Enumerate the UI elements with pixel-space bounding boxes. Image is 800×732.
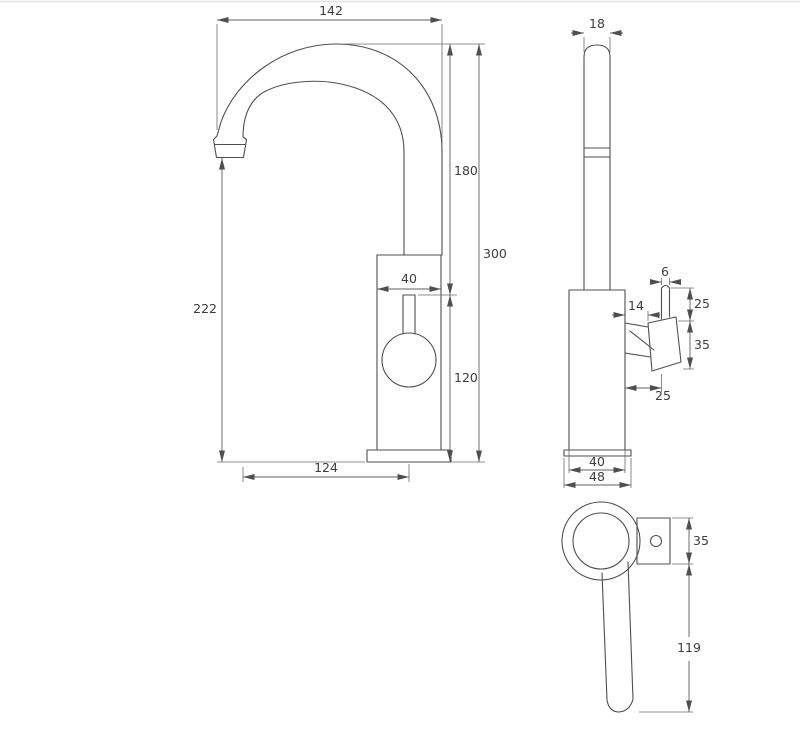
- extension-line: [671, 287, 694, 370]
- spout-outline: [212, 43, 443, 256]
- dim-label: 14: [628, 298, 644, 313]
- mount-block: [636, 517, 671, 565]
- dim-label: 300: [483, 246, 507, 261]
- dim-spout-diameter: 18: [571, 16, 623, 52]
- dim-label: 48: [589, 469, 605, 484]
- dim-body-width: 40: [377, 271, 441, 292]
- extension-line: [344, 43, 485, 463]
- dim-label: 180: [454, 163, 478, 178]
- dim-lever-length: 119: [639, 564, 701, 713]
- top-view: 35 119: [561, 501, 709, 713]
- handle-hub-outer: [561, 501, 641, 581]
- dim-label: 25: [694, 296, 710, 311]
- dim-label: 35: [693, 533, 709, 548]
- dim-label: 40: [589, 454, 605, 469]
- dim-spout-reach: 142: [216, 3, 443, 147]
- dim-base-diameter: 48: [563, 458, 632, 488]
- dim-total-height: 300: [344, 43, 507, 463]
- extension-line: [583, 37, 611, 52]
- extension-line: [661, 278, 670, 285]
- spout-tube-outline: [583, 44, 611, 291]
- handle-rod: [660, 284, 671, 320]
- handle-hub-inner: [572, 512, 630, 570]
- front-view: 142 300 180 120 40 222: [193, 3, 507, 482]
- dim-mount-height: 120: [447, 295, 478, 462]
- dim-label: 222: [193, 301, 217, 316]
- dim-label: 40: [401, 271, 417, 286]
- dim-spout-drop: 180: [418, 44, 478, 296]
- dim-outlet-height: 222: [193, 158, 365, 463]
- dim-body-diameter: 40: [568, 450, 626, 473]
- dim-outlet-offset: 124: [242, 460, 410, 482]
- dim-label: 18: [589, 16, 605, 31]
- dim-label: 25: [655, 388, 671, 403]
- lever-arm: [601, 561, 634, 713]
- handle-ball: [381, 332, 437, 388]
- body-outline: [568, 289, 626, 451]
- base-plate: [366, 449, 452, 463]
- dim-mount-block: 35: [672, 517, 709, 565]
- handle-stem: [402, 294, 416, 335]
- dim-lever-upper: 25: [671, 287, 710, 370]
- handle-pivot-block: [647, 316, 682, 372]
- dim-label: 35: [694, 337, 710, 352]
- extension-line: [672, 517, 693, 565]
- dim-label: 124: [314, 460, 338, 475]
- mount-screw-hole: [649, 534, 663, 548]
- base-plate: [563, 449, 632, 457]
- dim-lever-block: 35: [687, 321, 710, 369]
- dim-label: 119: [677, 640, 701, 655]
- dim-lever-rod: 6: [650, 264, 681, 285]
- dim-label: 120: [454, 370, 478, 385]
- dim-label: 6: [661, 264, 669, 279]
- dim-mount-depth: 14: [612, 298, 660, 321]
- side-view: 18 6 14 25 35 25: [563, 16, 710, 488]
- dim-label: 142: [319, 3, 343, 18]
- extension-line: [216, 24, 443, 147]
- dim-lever-offset: 25: [625, 374, 671, 403]
